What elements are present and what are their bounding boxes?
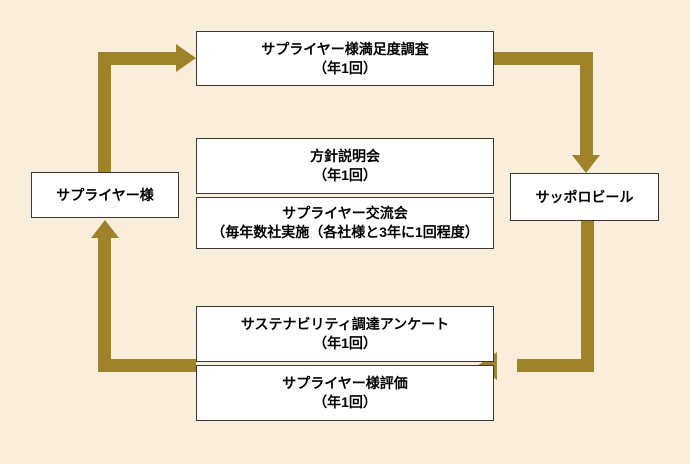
arrowhead-right-icon: [176, 44, 196, 72]
arrowhead-up-icon: [91, 220, 119, 238]
arrow-supplier-to-survey-horizontal: [98, 52, 178, 65]
exchange-meeting-frequency: （毎年数社実施（各社様と3年に1回程度）: [211, 224, 479, 240]
arrow-evaluation-to-supplier-vertical: [98, 238, 111, 372]
sustainability-survey-frequency: （年1回）: [313, 335, 377, 351]
arrow-survey-to-sapporo-vertical: [580, 52, 593, 155]
arrow-sapporo-to-questionnaire-vertical: [581, 221, 594, 372]
box-supplier-evaluation: サプライヤー様評価 （年1回）: [196, 365, 494, 421]
arrow-supplier-to-survey-vertical: [98, 52, 111, 172]
box-exchange-meeting: サプライヤー交流会 （毎年数社実施（各社様と3年に1回程度）: [196, 197, 494, 249]
box-satisfaction-survey: サプライヤー様満足度調査 （年1回）: [196, 31, 494, 86]
box-policy-briefing: 方針説明会 （年1回）: [196, 138, 494, 194]
supplier-label: サプライヤー様: [56, 186, 154, 203]
satisfaction-survey-title: サプライヤー様満足度調査: [261, 40, 429, 57]
sapporo-beer-label: サッポロビール: [535, 188, 634, 205]
arrow-evaluation-to-supplier-horizontal: [98, 359, 196, 372]
exchange-meeting-title: サプライヤー交流会: [282, 205, 408, 221]
box-sustainability-survey: サステナビリティ調達アンケート （年1回）: [196, 306, 494, 362]
sustainability-survey-title: サステナビリティ調達アンケート: [240, 316, 450, 332]
supplier-evaluation-frequency: （年1回）: [313, 394, 377, 410]
satisfaction-survey-frequency: （年1回）: [313, 59, 377, 76]
policy-briefing-frequency: （年1回）: [313, 167, 377, 183]
supplier-evaluation-title: サプライヤー様評価: [282, 375, 408, 391]
arrow-sapporo-to-questionnaire-horizontal: [517, 359, 594, 372]
node-supplier: サプライヤー様: [31, 172, 179, 218]
arrowhead-down-icon: [572, 155, 600, 173]
arrow-survey-to-sapporo-horizontal: [494, 52, 593, 65]
node-sapporo-beer: サッポロビール: [510, 173, 659, 221]
policy-briefing-title: 方針説明会: [310, 148, 380, 164]
